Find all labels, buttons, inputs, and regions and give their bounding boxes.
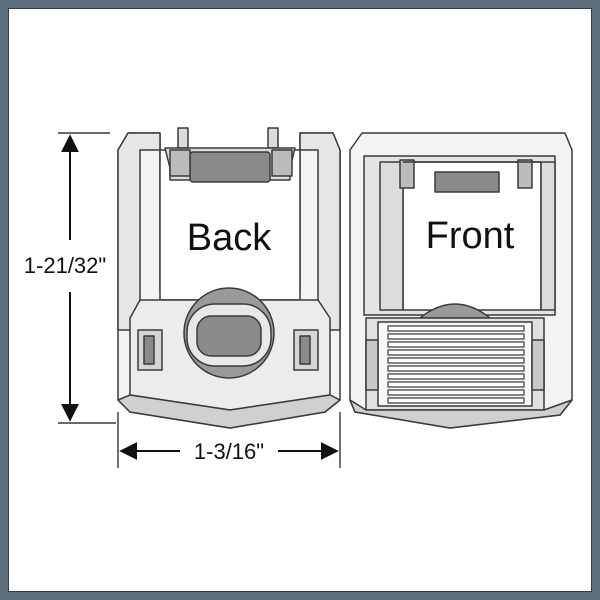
front-view [349,132,573,429]
width-dimension-label: 1-3/16" [194,439,264,464]
image-frame-inner [8,8,592,592]
back-view [117,127,341,429]
front-label: Front [426,215,515,257]
height-dimension: 1-21/32" [24,132,116,424]
back-label: Back [187,217,272,259]
width-dimension: 1-3/16" [117,412,341,468]
height-dimension-label: 1-21/32" [24,253,106,278]
